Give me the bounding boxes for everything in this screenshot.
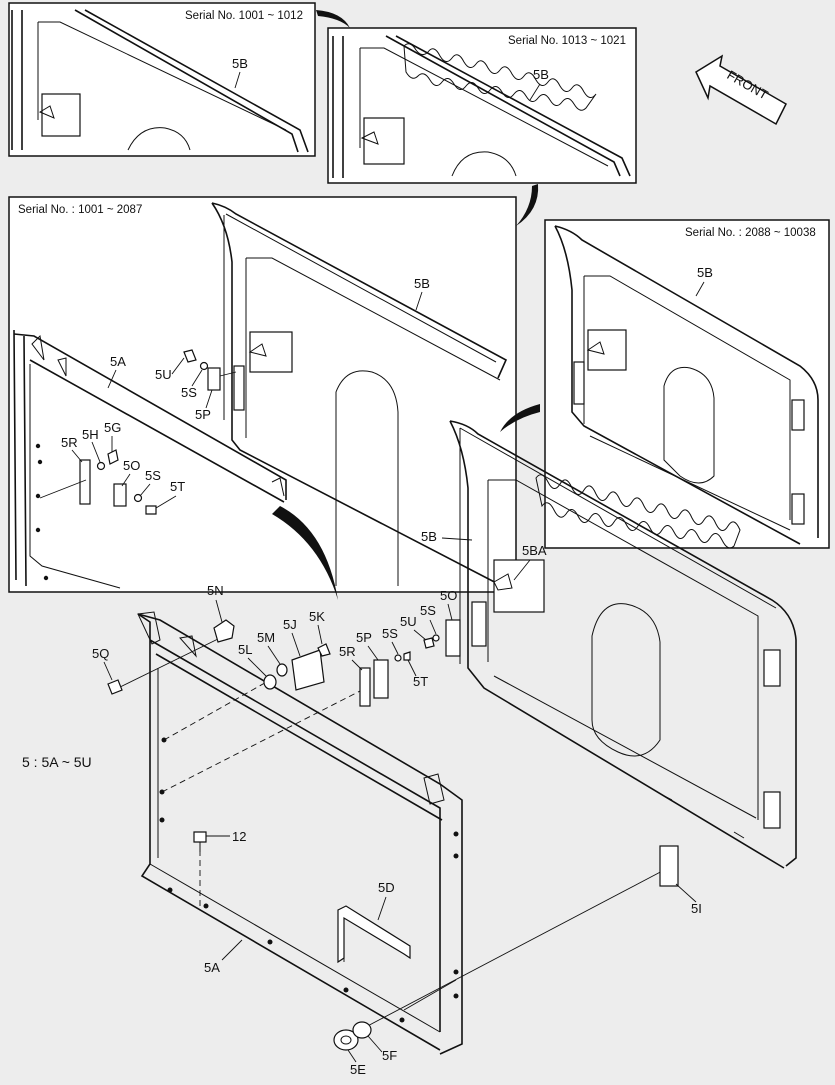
- inset-serial-1001-1012: Serial No. 1001 ~ 1012 5B: [8, 2, 316, 157]
- front-arrow-icon: [695, 54, 787, 126]
- inset-serial-1013-1021: Serial No. 1013 ~ 1021 5B: [327, 27, 637, 184]
- label-5R: 5R: [339, 644, 356, 659]
- part-5J: [291, 649, 325, 691]
- part-5P: [373, 659, 389, 699]
- hardware-parts: [107, 619, 679, 1051]
- part-5R: [359, 667, 371, 707]
- label-5B: 5B: [232, 56, 248, 71]
- inset-serial-label: Serial No. : 2088 ~ 10038: [685, 227, 816, 239]
- part-5I: [659, 845, 679, 887]
- label-5T: 5T: [413, 674, 428, 689]
- part-5S: [432, 634, 440, 642]
- pointer-arrow: [272, 506, 338, 600]
- label-5B: 5B: [421, 529, 437, 544]
- inset-serial-label: Serial No. : 1001 ~ 2087: [18, 204, 142, 216]
- frame-5A: 5A: [137, 611, 463, 1055]
- label-5BA: 5BA: [522, 543, 547, 558]
- label-5H: 5H: [82, 427, 99, 442]
- part-5D: [337, 905, 411, 964]
- label-5B: 5B: [697, 265, 713, 280]
- front-direction-arrow: FRONT: [695, 54, 787, 126]
- label-5N: 5N: [207, 583, 224, 598]
- label-5J: 5J: [283, 617, 297, 632]
- inset-serial-label: Serial No. 1001 ~ 1012: [185, 10, 303, 22]
- label-12: 12: [232, 829, 246, 844]
- part-5K: [317, 643, 331, 657]
- part-5Q: [107, 679, 123, 695]
- label-5Q: 5Q: [92, 646, 109, 661]
- label-5B: 5B: [414, 276, 430, 291]
- part-5M: [276, 663, 288, 677]
- label-5S: 5S: [181, 385, 197, 400]
- pointer-arrow: [500, 404, 540, 432]
- part-5G: [107, 449, 119, 465]
- label-5T: 5T: [170, 479, 185, 494]
- inset-serial-label: Serial No. 1013 ~ 1021: [508, 35, 626, 47]
- latch-block-5BA: [493, 559, 545, 613]
- part-5T: [403, 651, 411, 661]
- label-5O: 5O: [440, 588, 457, 603]
- label-5O: 5O: [123, 458, 140, 473]
- label-5P: 5P: [356, 630, 372, 645]
- label-5G: 5G: [104, 420, 121, 435]
- legend-text: 5 : 5A ~ 5U: [22, 754, 92, 770]
- label-5U: 5U: [400, 614, 417, 629]
- pointer-arrow: [316, 10, 350, 28]
- label-5K: 5K: [309, 609, 325, 624]
- label-5D: 5D: [378, 880, 395, 895]
- label-5U: 5U: [155, 367, 172, 382]
- part-5O: [113, 483, 127, 507]
- part-5N: [213, 619, 235, 643]
- part-5U: [183, 349, 197, 363]
- inset-serial-2088-10038: Serial No. : 2088 ~ 10038 5B: [544, 219, 830, 549]
- door-panel-5B: 5B 5BA: [421, 420, 797, 869]
- label-5P: 5P: [195, 407, 211, 422]
- part-5T: [145, 505, 157, 515]
- pointer-arrow: [516, 184, 539, 226]
- label-5B: 5B: [533, 67, 549, 82]
- part-5F: [352, 1021, 372, 1039]
- label-5S: 5S: [420, 603, 436, 618]
- part-5O: [445, 619, 461, 657]
- label-5S: 5S: [145, 468, 161, 483]
- label-5L: 5L: [238, 642, 252, 657]
- label-5A: 5A: [110, 354, 126, 369]
- label-5E: 5E: [350, 1062, 366, 1077]
- part-5S: [199, 361, 209, 371]
- part-5P: [207, 367, 221, 391]
- label-5M: 5M: [257, 630, 275, 645]
- label-5A: 5A: [204, 960, 220, 975]
- part-12: [193, 831, 207, 843]
- label-5F: 5F: [382, 1048, 397, 1063]
- part-labels: 5N 5Q 5L 5M 5J 5K 5P 5R 5S 5T 5U 5S 5O 1…: [92, 583, 702, 1077]
- label-5S: 5S: [382, 626, 398, 641]
- part-5H: [96, 461, 106, 471]
- label-5I: 5I: [691, 901, 702, 916]
- inset-serial-1001-2087: Serial No. : 1001 ~ 2087: [8, 196, 517, 593]
- part-5U: [423, 637, 435, 649]
- label-5R: 5R: [61, 435, 78, 450]
- part-5S: [394, 654, 402, 662]
- inset-frame: [544, 219, 830, 549]
- part-5S: [133, 493, 143, 503]
- part-5L: [263, 674, 277, 690]
- inset-frame: [8, 196, 517, 593]
- part-5E: [333, 1029, 359, 1051]
